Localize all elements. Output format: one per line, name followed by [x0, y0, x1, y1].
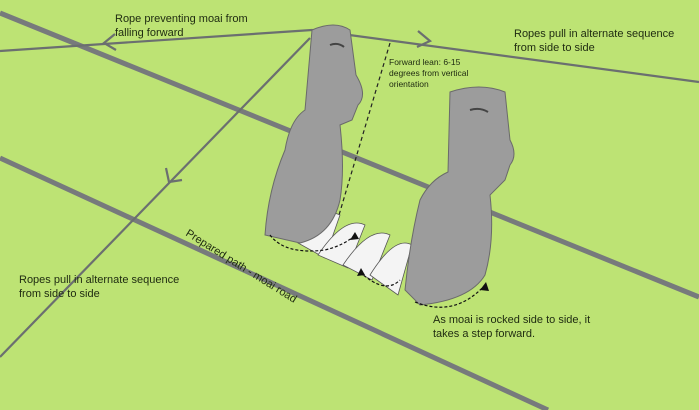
label-ropes-left: Ropes pull in alternate sequence from si… [19, 274, 182, 300]
rope-back [0, 28, 313, 53]
label-forward-lean: Forward lean: 6-15 degrees from vertical… [389, 57, 471, 89]
rope-right [311, 28, 699, 84]
moai-front [404, 86, 515, 306]
rope-left [0, 37, 311, 358]
arrowhead-icons [350, 232, 489, 291]
rocking-arrows [269, 234, 486, 308]
lean-reference-line [338, 42, 391, 216]
arrow-down-left-icon [164, 167, 183, 184]
label-rope-forward: Rope preventing moai from falling forwar… [115, 13, 251, 39]
label-ropes-right: Ropes pull in alternate sequence from si… [514, 28, 677, 54]
road-edge-lower [0, 155, 550, 410]
label-rocking: As moai is rocked side to side, it takes… [433, 314, 593, 340]
arrow-right-icon [416, 30, 433, 48]
moai-rear [264, 24, 363, 244]
road-edge-upper [0, 10, 699, 300]
arrow-left-icon [102, 33, 117, 51]
